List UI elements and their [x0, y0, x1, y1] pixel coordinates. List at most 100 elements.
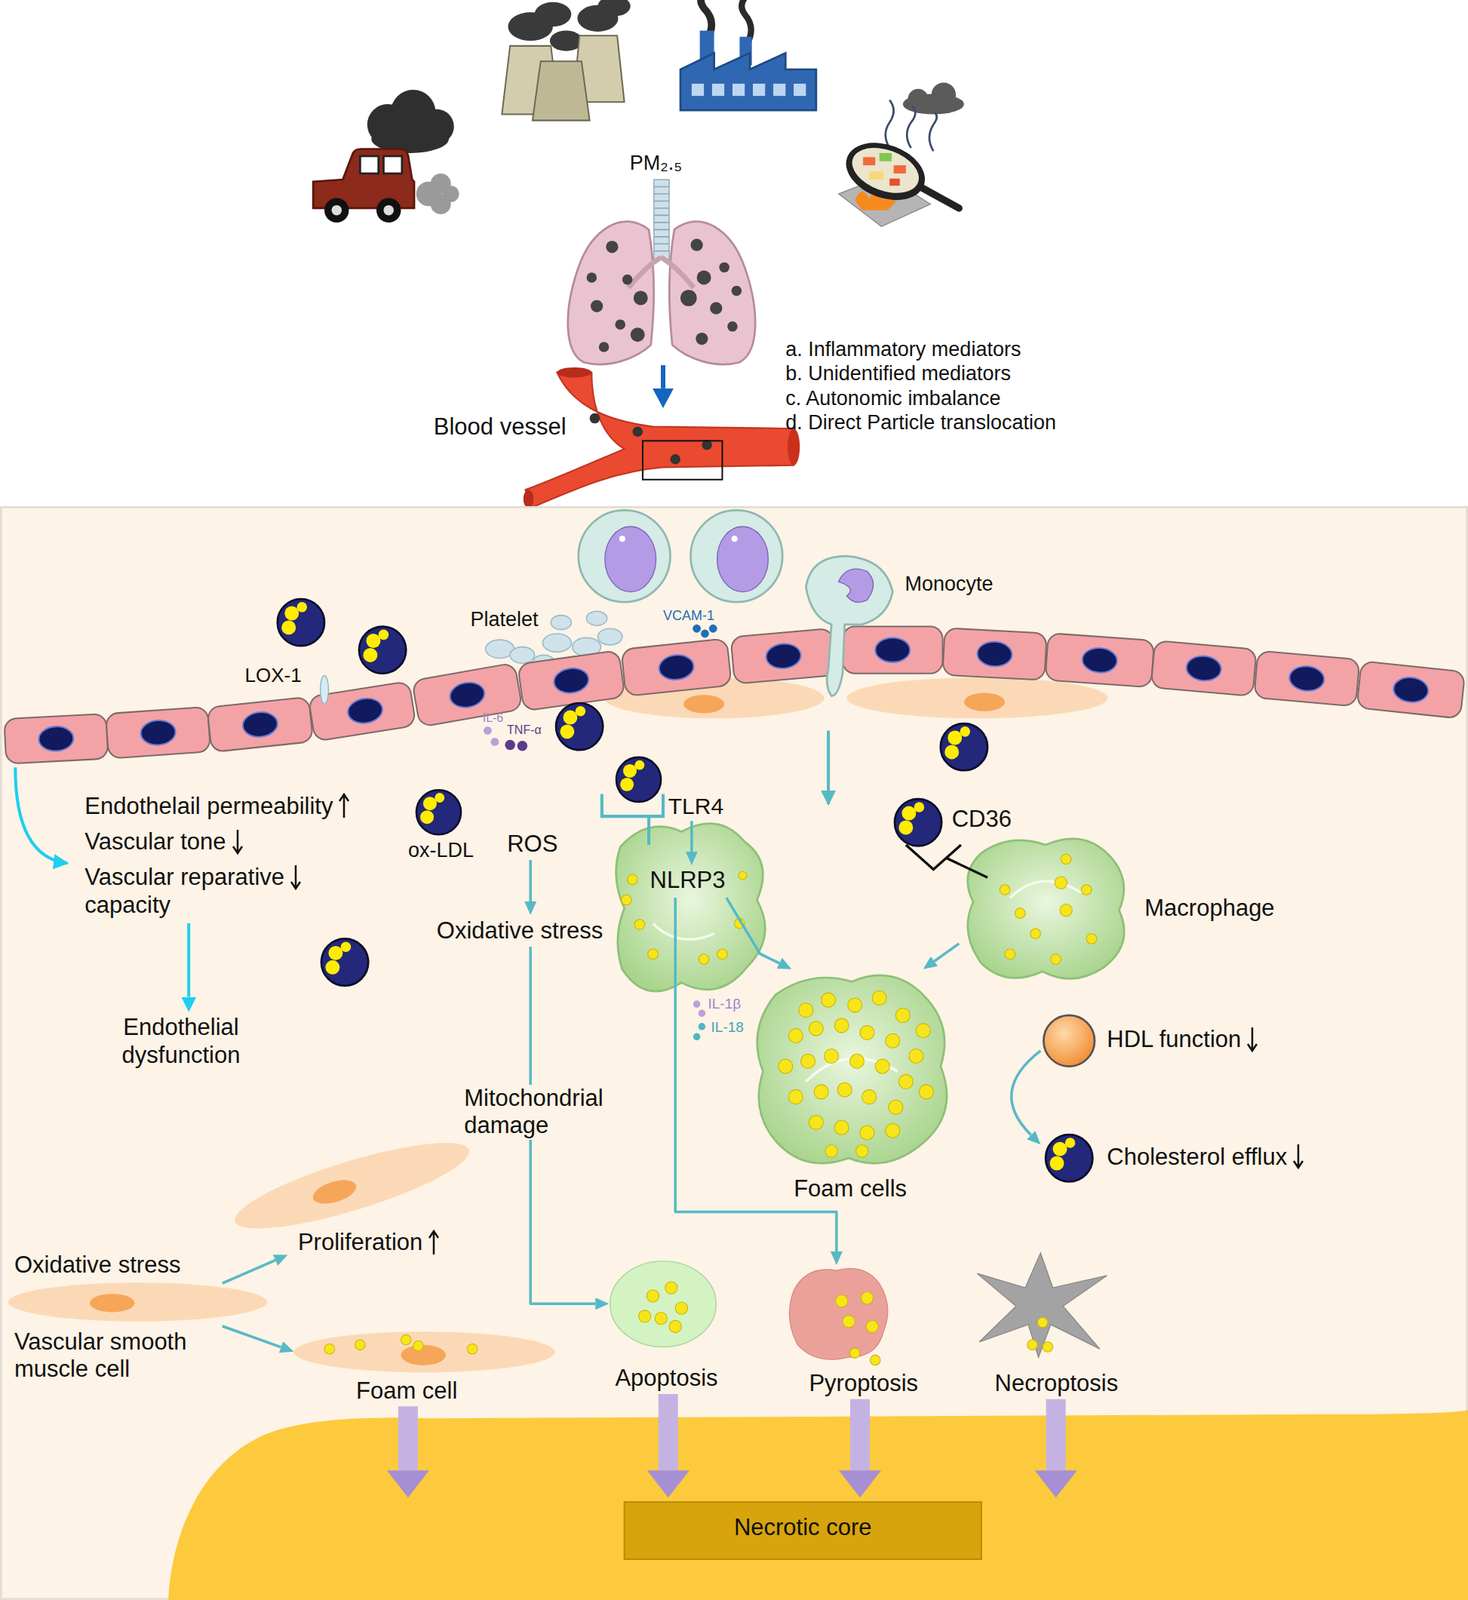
illustration: [894, 798, 942, 846]
node-label: Vascular smooth muscle cell: [14, 1328, 209, 1384]
factory-icon: [691, 83, 806, 96]
illustration: [321, 938, 369, 986]
necroptotic-cell-drawing: [1042, 1342, 1054, 1353]
node-label: Cholesterol efflux: [1106, 1143, 1287, 1172]
car-icon: [313, 148, 415, 208]
macrophage-drawing: [1081, 884, 1092, 896]
macrophage-drawing: [648, 948, 659, 960]
smooth-muscle-drawing: [89, 1293, 136, 1312]
lungs: [605, 240, 618, 253]
leukocytes: [605, 526, 657, 593]
necrotic-core: Necrotic core: [387, 1497, 1082, 1564]
endothelial-cell-layer: [842, 626, 943, 674]
leukocytes: [619, 535, 626, 542]
cooking-icon: [893, 165, 906, 174]
endothelial-cell-layer: [140, 718, 177, 747]
cooking-icon: [908, 89, 929, 110]
annotation-text: IL-18: [711, 1019, 744, 1036]
endothelial-cell-layer: [1044, 632, 1155, 688]
foam-cell-drawing: [778, 990, 934, 1157]
endothelial-cell-layer: [38, 725, 75, 753]
macrophage-drawing: [946, 858, 988, 879]
annotation-text: VCAM-1: [663, 608, 715, 624]
outcome-text: Endothelial dysfunction: [104, 1012, 258, 1076]
necroptotic-cell: Necroptosis: [977, 1253, 1126, 1400]
endothelial-cell-layer: [206, 697, 314, 753]
lungs: [680, 289, 698, 307]
endothelial-cell-layer: [620, 638, 731, 697]
macrophage-drawing: [1004, 948, 1016, 960]
node-label: Endothelial dysfunction: [107, 1013, 255, 1069]
node-label: Proliferation: [297, 1228, 423, 1257]
lungs: [622, 274, 633, 286]
endothelial-cell-layer: [1185, 654, 1223, 682]
factory-icon: [680, 0, 817, 111]
platelets: [509, 647, 535, 664]
monocyte-drawing: [805, 555, 893, 696]
node-label: Foam cell: [356, 1377, 458, 1406]
node-label: HDL function: [1106, 1025, 1241, 1054]
apoptotic-cell-drawing: [610, 1261, 717, 1348]
foam-cell-drawing: [798, 1003, 814, 1018]
lungs: [630, 327, 645, 342]
lungs: [691, 239, 704, 252]
foam-cell-drawing: [898, 1074, 913, 1089]
hdl-particle: HDL function: [1040, 1013, 1275, 1069]
pyroptotic-cell-drawing: [866, 1320, 879, 1333]
effect-arrow: [15, 767, 68, 863]
annotation-text: TNF-α: [506, 723, 542, 738]
endothelial-cell-layer: [764, 642, 802, 670]
leukocytes: [691, 509, 784, 602]
illustration: [616, 757, 661, 802]
foam-cell-drawing: [825, 1145, 838, 1158]
cooking-icon: [862, 156, 876, 166]
plaque: [168, 1409, 1468, 1600]
foam-cell-drawing: [915, 1023, 931, 1039]
necroptotic-cell-drawing: [977, 1253, 1108, 1358]
lungs: [718, 262, 730, 274]
endothelial-cell-layer: [411, 663, 523, 728]
apoptotic-cell-drawing: [654, 1312, 667, 1325]
macrophage-drawing: [634, 919, 645, 931]
foam-cell-drawing: [875, 1059, 890, 1074]
trend-arrow: [427, 1229, 440, 1256]
trend-arrow: [339, 794, 349, 818]
vcam-1: [709, 624, 718, 633]
endothelial-cell-layer: [552, 666, 590, 696]
trend-arrow: [231, 829, 244, 855]
blood-vessel-drawing: [589, 413, 601, 424]
cooking-icon: [889, 178, 900, 186]
endothelial-cell-layer: [105, 706, 211, 759]
connector: [934, 943, 960, 962]
factory-icon: [773, 83, 786, 96]
cooking-icon: [918, 185, 959, 209]
connector: [1046, 1399, 1066, 1471]
leukocytes: [578, 509, 783, 602]
macrophage-drawing: [627, 874, 639, 885]
annotation-text: LOX-1: [245, 663, 302, 688]
illustration: [1045, 1134, 1093, 1182]
endothelial-cell-layer: [448, 679, 487, 710]
blood-vessel-drawing: [632, 426, 643, 437]
smooth-muscle-drawing: [310, 1175, 360, 1208]
lungs: [586, 239, 743, 353]
macrophage-cell: NLRP3: [642, 865, 737, 898]
car-icon: [324, 197, 349, 222]
node-label: Oxidative stress: [436, 917, 604, 946]
endothelial-cell-layer: [842, 626, 943, 674]
process-text: Oxidative stress: [433, 915, 610, 947]
cholesterol-efflux: Cholesterol efflux: [1040, 1130, 1316, 1186]
node-label: Vascular tone: [84, 828, 345, 857]
foam-cell-drawing: [859, 1025, 875, 1040]
pyroptotic-cell-drawing: [842, 1315, 855, 1328]
endothelial-cell-layer: [3, 713, 108, 765]
endothelial-cell-layer: [3, 713, 108, 765]
macrophage-drawing: [1015, 908, 1026, 919]
foam-cell-drawing: [808, 1021, 824, 1036]
car-icon: [416, 173, 460, 215]
endothelial-cell-layer: [620, 638, 731, 697]
macrophage-drawing: [621, 894, 633, 906]
illustration: [940, 723, 988, 771]
annotation-text: b. Unidentified mediators: [785, 362, 1011, 387]
